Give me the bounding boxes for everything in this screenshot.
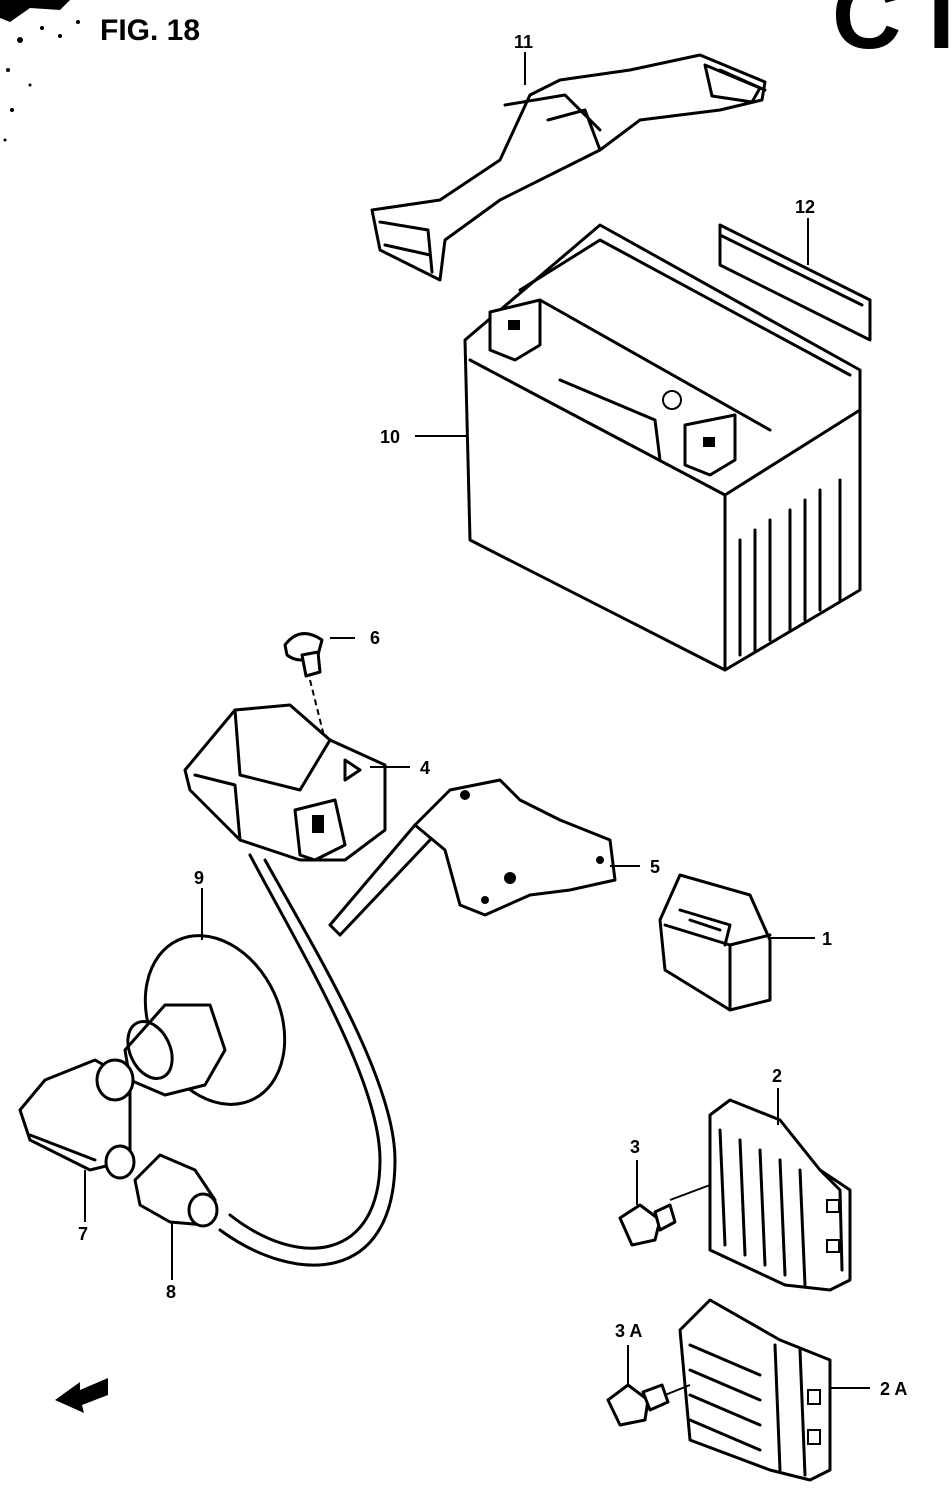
spark-plug-cap-cover	[123, 934, 287, 1106]
bolt-alt	[606, 1383, 670, 1427]
relay	[658, 873, 772, 1012]
mounting-bracket	[328, 778, 617, 937]
callout-3a: 3 A	[615, 1321, 642, 1341]
header-noise	[0, 0, 80, 142]
regulator-rectifier-alt	[678, 1298, 832, 1482]
ignition-coil	[183, 703, 387, 862]
figure-label: FIG. 18	[100, 14, 200, 47]
callout-2: 2	[772, 1066, 782, 1086]
high-tension-cord	[228, 853, 382, 1250]
callout-2a: 2 A	[880, 1379, 907, 1399]
leader-lines	[84, 52, 870, 1396]
callout-4: 4	[420, 758, 430, 778]
corner-mark: C I	[832, 0, 952, 69]
callout-9: 9	[194, 868, 204, 888]
callout-12: 12	[795, 197, 815, 217]
callout-8: 8	[166, 1282, 176, 1302]
callout-5: 5	[650, 857, 660, 877]
callout-6: 6	[370, 628, 380, 648]
callout-3: 3	[630, 1137, 640, 1157]
regulator-rectifier	[708, 1098, 852, 1292]
battery	[463, 223, 862, 672]
callout-1: 1	[822, 929, 832, 949]
battery-strap	[370, 53, 767, 282]
callout-11: 11	[514, 32, 533, 52]
front-direction-arrow-icon	[55, 1378, 108, 1413]
screw	[283, 632, 331, 761]
bolt	[618, 1203, 677, 1247]
callout-7: 7	[78, 1224, 88, 1244]
grommet	[133, 1153, 219, 1228]
spark-plug-cap	[18, 1058, 136, 1180]
battery-pad	[718, 223, 872, 342]
callout-10: 10	[380, 427, 400, 447]
